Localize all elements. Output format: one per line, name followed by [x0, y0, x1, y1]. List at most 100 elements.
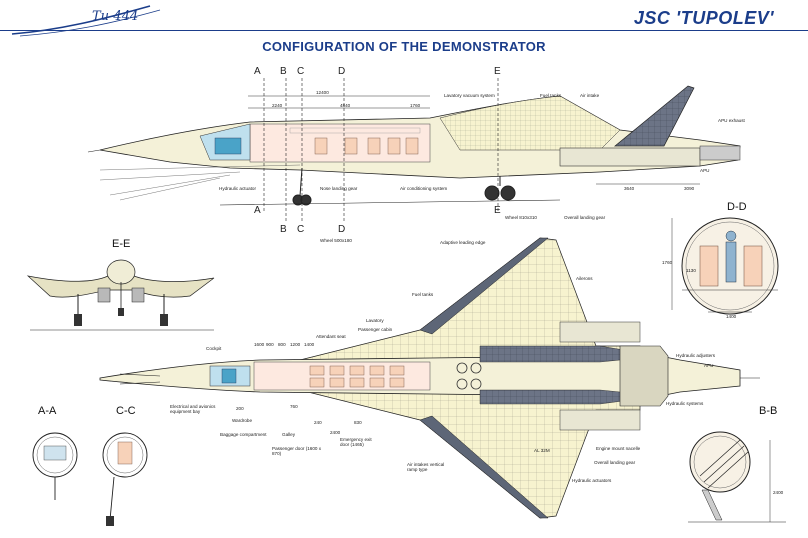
callout-hydraulic-actuator: Hydraulic actuator — [219, 186, 257, 191]
mark-d-top: D — [338, 66, 346, 77]
callout-overall-gear-plan: Overall landing gear — [594, 460, 636, 465]
plan-dim-w1: 1600 — [254, 342, 265, 347]
plan-leading-edge-lower — [419, 415, 549, 519]
side-nose-gear — [292, 167, 312, 206]
mark-d-bottom: D — [338, 224, 346, 235]
mark-a-top: A — [254, 66, 261, 77]
callout-apu-side: APU — [700, 168, 710, 173]
mark-e-bottom: E — [494, 205, 501, 216]
side-nose-probe — [87, 149, 101, 153]
plan-seats — [309, 365, 405, 388]
plan-gear — [456, 362, 482, 390]
callout-hydraulic-actuators: Hydraulic actuators — [572, 478, 612, 483]
callout-electrical: Electrical and avionics equipment bay — [170, 404, 216, 414]
callout-nose-gear: Nose landing gear — [320, 186, 358, 191]
plan-dim-w4: 1200 — [290, 342, 301, 347]
side-engine-nozzle — [699, 145, 741, 161]
callout-emergency-exit: Emergency exit door (1465) — [340, 437, 372, 447]
dd-dim-h: 1760 — [662, 260, 673, 265]
side-main-gear — [484, 176, 516, 201]
mark-c-bottom: C — [297, 224, 305, 235]
callout-apu-plan: APU — [704, 363, 714, 368]
callout-cockpit: Cockpit — [206, 346, 222, 351]
callout-attendant: Attendant seat — [316, 334, 346, 339]
callout-al-kn: AL 32M — [534, 448, 550, 453]
page-title: CONFIGURATION OF THE DEMONSTRATOR — [262, 39, 546, 54]
side-wing-lines — [99, 164, 301, 201]
plan-dim-w6: 200 — [236, 406, 244, 411]
callout-overall-gear-side: Overall landing gear — [564, 215, 606, 220]
mark-e-top: E — [494, 66, 501, 77]
side-tail-fin — [614, 85, 695, 147]
callout-air-intakes: Air intakes vertical ramp type — [407, 462, 445, 472]
plan-leading-edge-upper — [419, 237, 549, 335]
ee-view — [26, 259, 215, 331]
side-view — [87, 78, 741, 222]
label-aa: A-A — [38, 405, 57, 417]
brand-name: JSC 'TUPOLEV' — [633, 8, 774, 28]
mark-c-top: C — [297, 66, 305, 77]
callout-lavatory-vacuum: Lavatory vacuum system — [444, 93, 495, 98]
callout-lavatory: Lavatory — [366, 318, 384, 323]
cc-view — [102, 432, 148, 526]
dd-dim-w: 1400 — [726, 314, 737, 319]
callout-ailerons: Ailerons — [576, 276, 593, 281]
callout-hydraulic-adjusters: Hydraulic adjusters — [676, 353, 716, 358]
callout-fuel-tanks-side: Fuel tanks — [540, 93, 562, 98]
callout-fuel-tanks-plan: Fuel tanks — [412, 292, 434, 297]
callout-passenger-door: Passenger door (1600 x 870) — [272, 446, 322, 456]
plan-view — [99, 237, 760, 519]
dim-d1: 2240 — [272, 103, 283, 108]
mark-b-top: B — [280, 66, 287, 77]
dd-view — [671, 217, 779, 315]
plan-dim-w3: 800 — [278, 342, 286, 347]
logo-text: Tu-444 — [92, 9, 139, 24]
bb-view — [688, 431, 786, 523]
dim-total: 12400 — [316, 90, 329, 95]
plan-engine-upper — [559, 321, 641, 343]
callout-engine-mount: Engine mount nacelle — [596, 446, 641, 451]
bb-dim-h: 2400 — [773, 490, 784, 495]
side-seats — [314, 137, 419, 155]
callout-apu-exhaust: APU exhaust — [718, 118, 745, 123]
plan-dim-w2: 900 — [266, 342, 274, 347]
callout-air-intake: Air intake — [580, 93, 600, 98]
dim-d3: 1760 — [410, 103, 421, 108]
side-cockpit-seats — [214, 137, 242, 155]
plan-dim-w10: 830 — [354, 420, 362, 425]
header-rule — [0, 30, 808, 31]
plan-dim-w5: 1400 — [304, 342, 315, 347]
label-cc: C-C — [116, 405, 136, 417]
label-dd: D-D — [727, 201, 747, 213]
callout-wheel-nose: Wheel 500x180 — [320, 238, 352, 243]
callout-wheel-main: Wheel 810x310 — [505, 215, 537, 220]
dim-d2: 4840 — [340, 103, 351, 108]
callout-wardrobe: Wardrobe — [232, 418, 252, 423]
ground-line — [219, 199, 561, 206]
mark-b-bottom: B — [280, 224, 287, 235]
callout-air-conditioning: Air conditioning system — [400, 186, 448, 191]
plan-dim-w7: 760 — [290, 404, 298, 409]
callout-galley: Galley — [282, 432, 296, 437]
plan-dim-w8: 240 — [314, 420, 322, 425]
aa-view — [32, 432, 78, 500]
callout-leading-edge: Adaptive leading edge — [440, 240, 486, 245]
plan-engine-lower — [559, 409, 641, 431]
plan-rear — [619, 345, 669, 407]
label-bb: B-B — [759, 405, 778, 417]
callout-passenger-cabin: Passenger cabin — [358, 327, 393, 332]
dd-dim-h2: 1130 — [686, 268, 696, 273]
label-ee: E-E — [112, 238, 131, 250]
side-windows — [289, 127, 421, 134]
dim-d4: 3640 — [624, 186, 635, 191]
callout-hydraulic-systems: Hydraulic systems — [666, 401, 704, 406]
side-wing-grid — [439, 95, 621, 151]
section-cut-lines — [263, 78, 499, 222]
side-cabin — [249, 123, 431, 163]
plan-dim-w9: 2400 — [330, 430, 341, 435]
side-engine — [559, 147, 701, 167]
callout-baggage: Baggage compartment — [220, 432, 267, 437]
dim-d5: 3090 — [684, 186, 695, 191]
mark-a-bottom: A — [254, 205, 261, 216]
